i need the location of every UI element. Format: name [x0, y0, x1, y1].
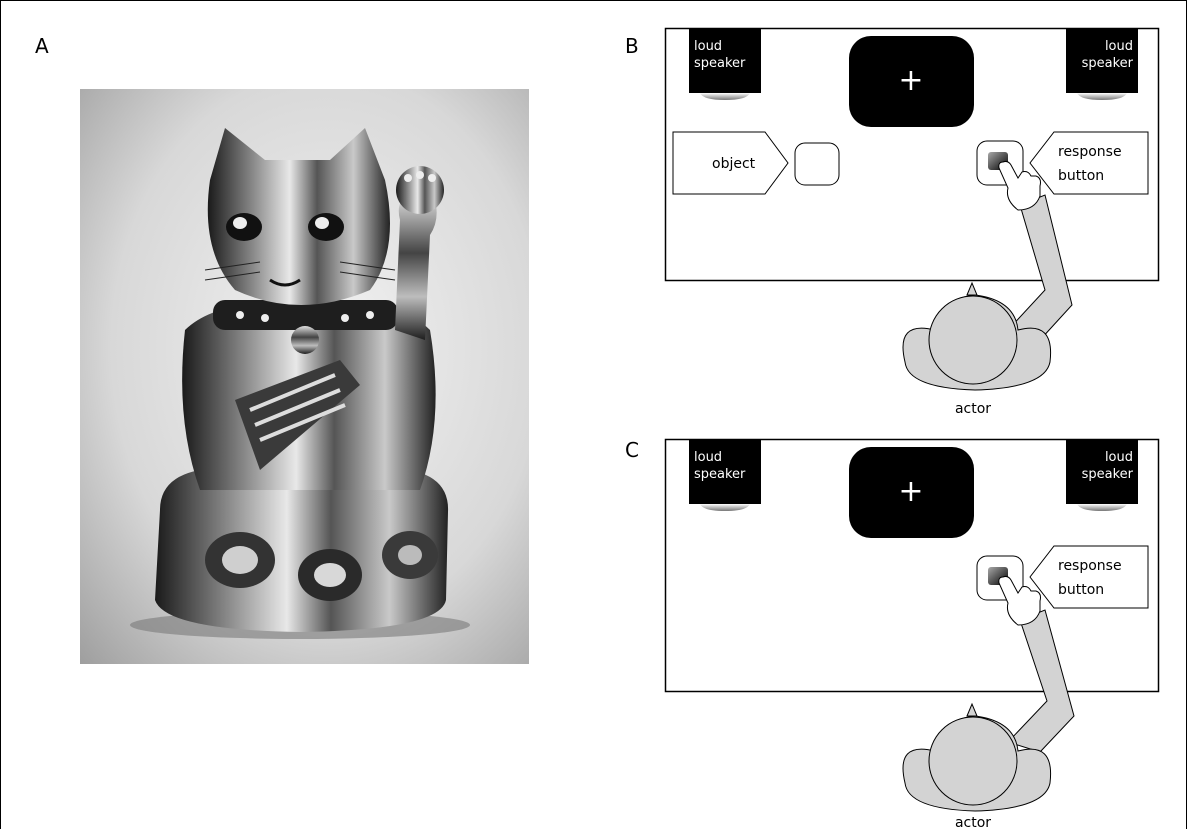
right-loudspeaker-c: loud speaker	[1066, 440, 1138, 511]
figurine-photo	[80, 89, 529, 664]
left-speaker-line1-c: loud	[694, 450, 722, 465]
fixation-cross-c: +	[898, 474, 923, 509]
right-loudspeaker-b: loud speaker	[1066, 29, 1138, 100]
left-speaker-line2-c: speaker	[694, 467, 746, 482]
button-label-line2-b: button	[1058, 168, 1104, 184]
panel-a-label: A	[35, 34, 49, 58]
button-label-line2-c: button	[1058, 582, 1104, 598]
left-loudspeaker-c: loud speaker	[689, 440, 761, 511]
fixation-cross-b: +	[898, 63, 923, 98]
right-speaker-line2-b: speaker	[1082, 56, 1134, 71]
actor-figure-c: actor	[902, 702, 1052, 831]
left-speaker-line1-b: loud	[694, 39, 722, 54]
panel-c-label: C	[625, 438, 639, 462]
screen-b: +	[849, 36, 974, 127]
right-speaker-line1-b: loud	[1105, 39, 1133, 54]
actor-label-c: actor	[955, 815, 991, 829]
actor-label-b: actor	[955, 401, 991, 417]
object-placeholder-b	[794, 142, 840, 186]
button-label-line1-b: response	[1058, 144, 1122, 160]
screen-c: +	[849, 447, 974, 538]
object-label-b: object	[712, 156, 756, 172]
object-callout-b: object	[672, 131, 840, 195]
panel-c-diagram: loud speaker + loud speaker response but…	[664, 438, 1160, 831]
left-speaker-line2-b: speaker	[694, 56, 746, 71]
panel-b-label: B	[625, 34, 639, 58]
actor-figure-b: actor	[902, 281, 1052, 417]
right-speaker-line2-c: speaker	[1082, 467, 1134, 482]
button-label-line1-c: response	[1058, 558, 1122, 574]
panel-b-diagram: loud speaker + loud speaker object respo…	[664, 27, 1160, 417]
left-loudspeaker-b: loud speaker	[689, 29, 761, 100]
right-speaker-line1-c: loud	[1105, 450, 1133, 465]
